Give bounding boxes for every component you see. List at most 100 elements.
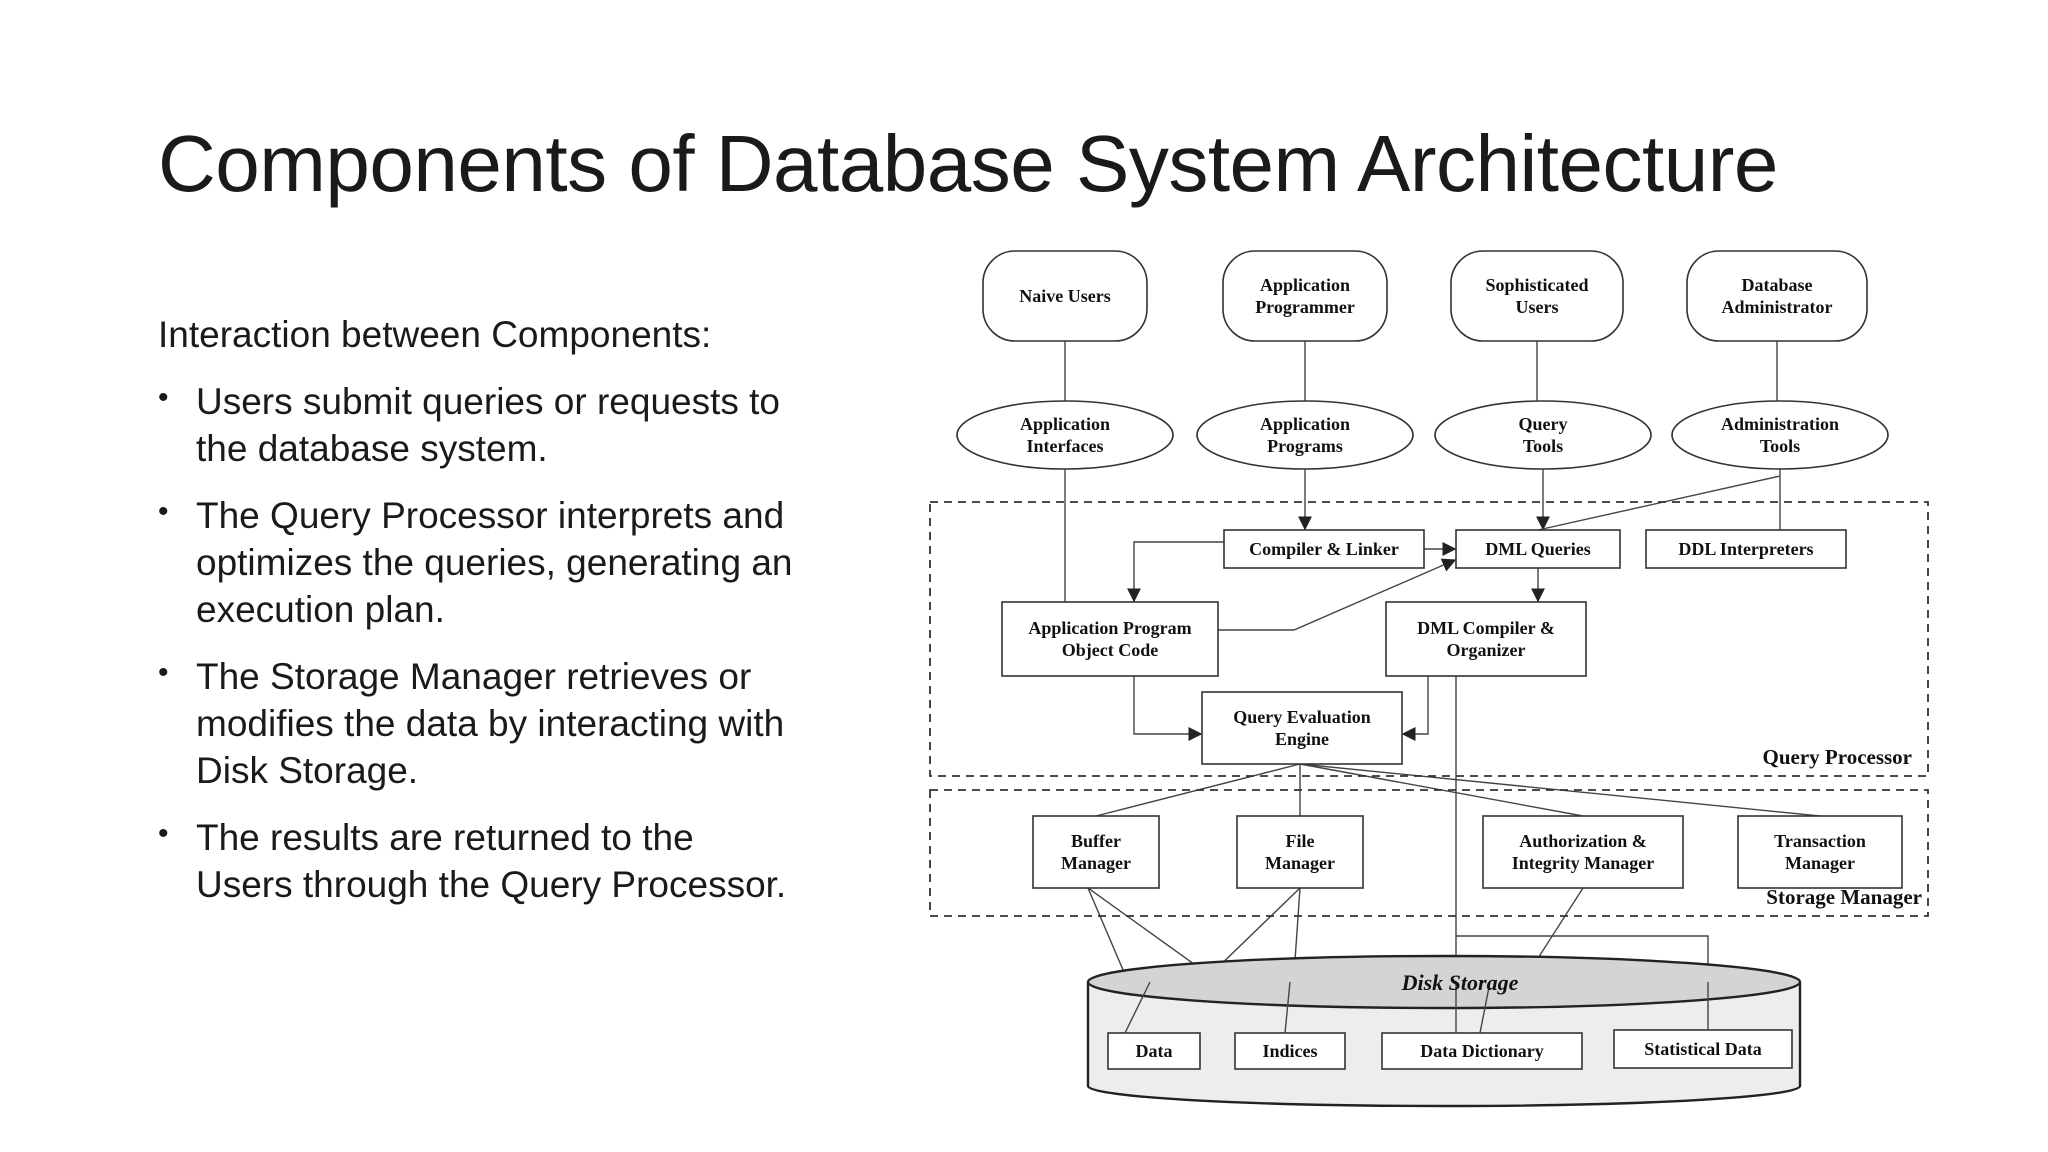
administration-tools-label: Administration <box>1721 414 1839 434</box>
application-programmer-label: Application <box>1260 275 1350 295</box>
dml-compiler-organizer-label: DML Compiler & <box>1417 618 1555 638</box>
application-programmer-shape <box>1222 250 1388 342</box>
query-evaluation-engine-shape <box>1201 691 1403 765</box>
query-evaluation-engine-label: Query Evaluation <box>1233 707 1371 727</box>
buffer-manager-shape <box>1032 815 1160 889</box>
bullet-icon: • <box>158 816 169 850</box>
bullet-icon: • <box>158 655 169 689</box>
connector-line <box>1479 981 1491 1034</box>
application-interfaces-label: Interfaces <box>1027 436 1104 456</box>
connector-line <box>1218 558 1457 631</box>
naive-users-node: Naive Users <box>982 250 1148 342</box>
sophisticated-users-label: Sophisticated <box>1485 275 1588 295</box>
bullet-text: Users submit queries or requests to the … <box>196 380 781 469</box>
buffer-manager-label: Manager <box>1061 853 1131 873</box>
transaction-manager-shape <box>1737 815 1903 889</box>
file-manager-shape <box>1236 815 1364 889</box>
dml-queries-node: DML Queries <box>1455 529 1621 569</box>
query-tools-label: Query <box>1519 414 1568 434</box>
authorization-integrity-manager-shape <box>1482 815 1684 889</box>
application-programs-shape <box>1196 400 1414 470</box>
statistical-data-label: Statistical Data <box>1644 1039 1761 1059</box>
statistical-data-node: Statistical Data <box>1613 1029 1793 1069</box>
data-dictionary-label: Data Dictionary <box>1420 1041 1543 1061</box>
bullet-text: The Query Processor interprets and optim… <box>196 494 793 630</box>
application-program-object-code-label: Object Code <box>1062 640 1158 660</box>
text-block: Interaction between Components: • Users … <box>158 312 798 929</box>
intro-text: Interaction between Components: <box>158 314 712 355</box>
disk-storage-top <box>1086 954 1802 1010</box>
file-manager-label: Manager <box>1265 853 1335 873</box>
authorization-integrity-manager-node: Authorization &Integrity Manager <box>1482 815 1684 889</box>
storage-manager-frame <box>929 789 1929 917</box>
application-interfaces-shape <box>956 400 1174 470</box>
administration-tools-label: Tools <box>1760 436 1800 456</box>
authorization-integrity-manager-label: Integrity Manager <box>1512 853 1654 873</box>
compiler-linker-node: Compiler & Linker <box>1223 529 1425 569</box>
query-tools-shape <box>1434 400 1652 470</box>
authorization-integrity-manager-label: Authorization & <box>1519 831 1647 851</box>
bullet-list: • Users submit queries or requests to th… <box>158 379 798 909</box>
database-administrator-label: Database <box>1742 275 1813 295</box>
bullet-item: • The Storage Manager retrieves or modif… <box>158 654 798 795</box>
transaction-manager-label: Transaction <box>1774 831 1866 851</box>
database-administrator-label: Administrator <box>1722 297 1833 317</box>
disk-storage-label: Disk Storage <box>1401 970 1519 995</box>
transaction-manager-label: Manager <box>1785 853 1855 873</box>
dml-compiler-organizer-shape <box>1385 601 1587 677</box>
connector-line <box>1284 981 1291 1034</box>
sophisticated-users-shape <box>1450 250 1624 342</box>
bullet-item: • The Query Processor interprets and opt… <box>158 493 798 634</box>
naive-users-label: Naive Users <box>1019 286 1110 306</box>
application-programs-label: Application <box>1260 414 1350 434</box>
slide-title: Components of Database System Architectu… <box>158 119 1778 208</box>
connector-line <box>1537 475 1781 531</box>
data-shape <box>1107 1032 1201 1070</box>
ddl-interpreters-shape <box>1645 529 1847 569</box>
application-program-object-code-shape <box>1001 601 1219 677</box>
connector-line <box>1127 541 1224 603</box>
query-processor-label: Query Processor <box>1763 745 1912 769</box>
compiler-linker-label: Compiler & Linker <box>1249 539 1399 559</box>
indices-node: Indices <box>1234 1032 1346 1070</box>
query-evaluation-engine-label: Engine <box>1275 729 1329 749</box>
application-interfaces-label: Application <box>1020 414 1110 434</box>
statistical-data-shape <box>1613 1029 1793 1069</box>
dml-compiler-organizer-label: Organizer <box>1447 640 1526 660</box>
file-manager-label: File <box>1286 831 1315 851</box>
application-program-object-code-label: Application Program <box>1028 618 1191 638</box>
indices-shape <box>1234 1032 1346 1070</box>
data-label: Data <box>1136 1041 1173 1061</box>
data-dictionary-shape <box>1381 1032 1583 1070</box>
data-dictionary-node: Data Dictionary <box>1381 1032 1583 1070</box>
bullet-item: • The results are returned to the Users … <box>158 815 798 909</box>
bullet-item: • Users submit queries or requests to th… <box>158 379 798 473</box>
bullet-icon: • <box>158 494 169 528</box>
buffer-manager-label: Buffer <box>1071 831 1121 851</box>
connector-line <box>1401 676 1429 741</box>
bullet-text: The Storage Manager retrieves or modifie… <box>196 655 785 791</box>
data-node: Data <box>1107 1032 1201 1070</box>
storage-manager-label: Storage Manager <box>1766 885 1922 909</box>
administration-tools-shape <box>1671 400 1889 470</box>
query-processor-frame <box>929 501 1929 777</box>
dml-queries-shape <box>1455 529 1621 569</box>
naive-users-shape <box>982 250 1148 342</box>
dml-queries-label: DML Queries <box>1485 539 1591 559</box>
bullet-text: The results are returned to the Users th… <box>196 816 787 905</box>
sophisticated-users-label: Users <box>1516 297 1559 317</box>
